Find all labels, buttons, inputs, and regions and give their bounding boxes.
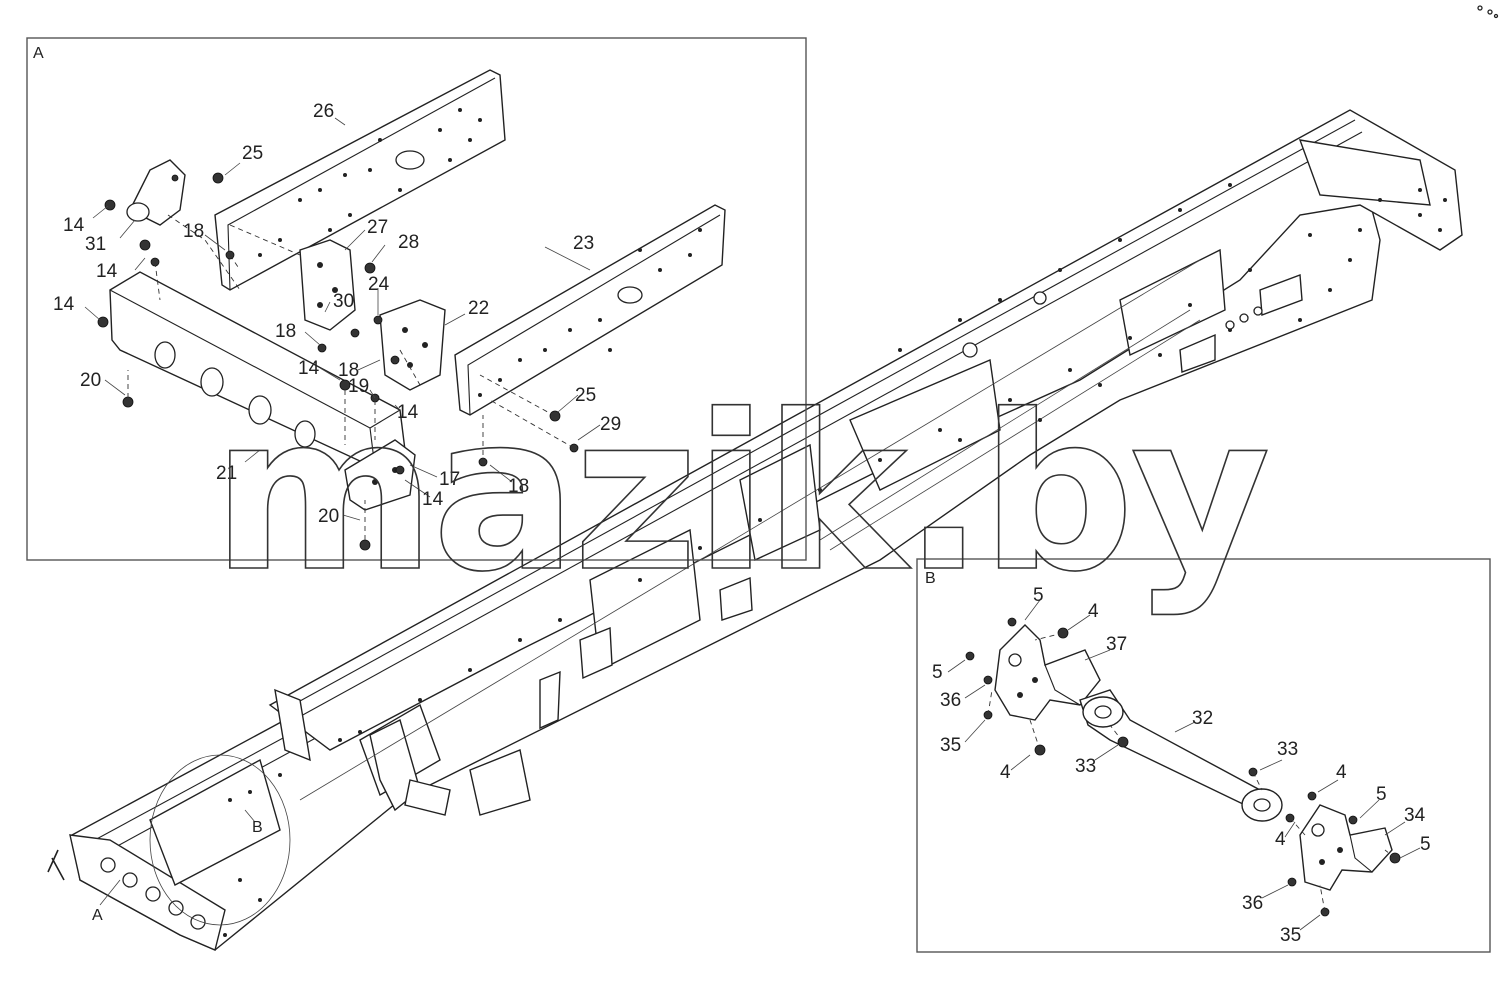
detail-b-label: 5	[1376, 784, 1387, 805]
detail-a-label: 29	[600, 414, 621, 435]
detail-a-label: 22	[468, 298, 489, 319]
detail-a-label: 18	[338, 360, 359, 381]
watermark-text: mazik.by	[212, 368, 1268, 619]
detail-a-label: 20	[80, 370, 101, 391]
main-ref-a: A	[92, 907, 103, 924]
detail-view-b: B	[916, 558, 1491, 953]
detail-b-label: 4	[1336, 762, 1347, 783]
detail-b-label: 4	[1000, 762, 1011, 783]
detail-b-label: 36	[940, 690, 961, 711]
detail-b-label: 32	[1192, 708, 1213, 729]
detail-a-label: 21	[216, 463, 237, 484]
detail-a-label: 31	[85, 234, 106, 255]
detail-a-label: 25	[575, 385, 596, 406]
detail-b-label: 5	[1033, 585, 1044, 606]
detail-view-a: A	[26, 37, 807, 561]
detail-a-label: 19	[348, 376, 369, 397]
detail-b-label: 33	[1277, 739, 1298, 760]
detail-b-label: 5	[1420, 834, 1431, 855]
detail-a-title: A	[33, 45, 44, 62]
detail-b-label: 33	[1075, 756, 1096, 777]
chassis-frame-drawing	[47, 109, 1463, 951]
detail-b-title: B	[925, 570, 936, 587]
detail-a-label: 14	[96, 261, 118, 282]
detail-b-label: 36	[1242, 893, 1263, 914]
detail-a-label: 18	[183, 221, 204, 242]
detail-a-frame	[26, 37, 807, 561]
detail-a-label: 30	[333, 291, 354, 312]
detail-a-label: 18	[508, 476, 529, 497]
detail-a-label: 23	[573, 233, 594, 254]
detail-a-label: 17	[439, 469, 460, 490]
detail-b-frame	[916, 558, 1491, 953]
detail-b-label: 35	[1280, 925, 1301, 946]
detail-a-label: 14	[422, 489, 444, 510]
detail-b-label: 34	[1404, 805, 1426, 826]
detail-a-label: 14	[53, 294, 75, 315]
detail-a-label: 14	[298, 358, 320, 379]
detail-a-label: 24	[368, 274, 390, 295]
detail-a-label: 25	[242, 143, 263, 164]
detail-a-label: 18	[275, 321, 296, 342]
detail-a-label: 26	[313, 101, 334, 122]
detail-a-label: 20	[318, 506, 339, 527]
detail-a-label: 14	[63, 215, 85, 236]
detail-b-label: 5	[932, 662, 943, 683]
detail-b-label: 4	[1275, 829, 1286, 850]
corner-mark-icon	[1477, 5, 1499, 19]
detail-a-label: 28	[398, 232, 419, 253]
detail-b-label: 35	[940, 735, 961, 756]
detail-b-label: 4	[1088, 601, 1099, 622]
detail-a-label: 14	[397, 402, 419, 423]
detail-b-label: 37	[1106, 634, 1127, 655]
main-ref-b: B	[252, 819, 263, 836]
detail-a-label: 27	[367, 217, 388, 238]
